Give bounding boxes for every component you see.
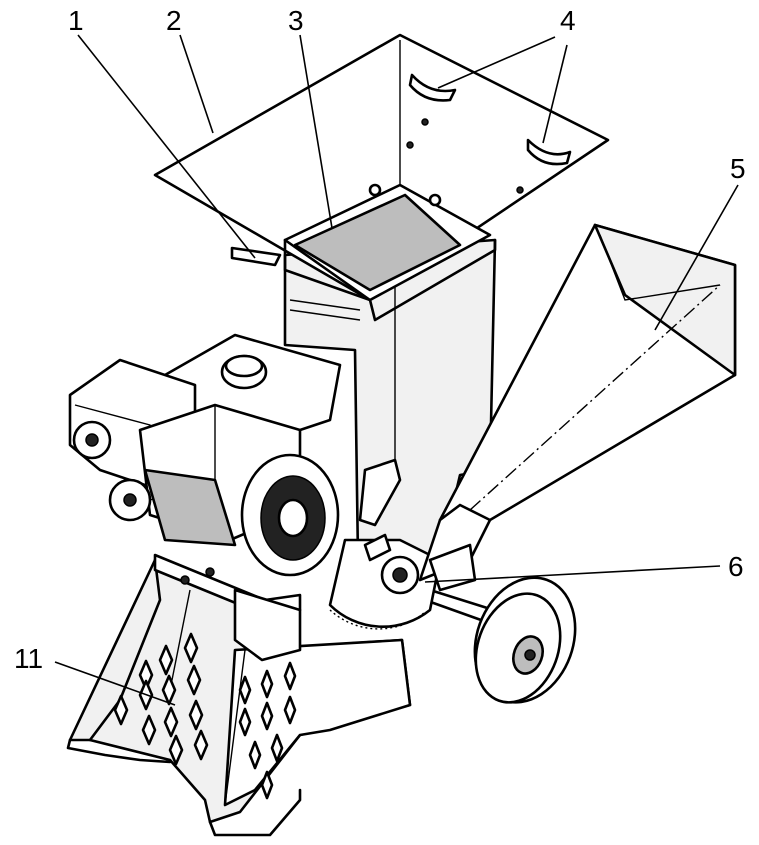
hopper [153, 33, 610, 322]
wheel [423, 576, 577, 704]
leader-6 [424, 565, 721, 583]
callout-labels: 1 2 3 4 5 6 11 [14, 5, 746, 674]
label-1: 1 [68, 5, 84, 36]
leader-lines [54, 34, 739, 706]
label-6: 6 [728, 551, 744, 582]
leader-11 [54, 661, 176, 706]
leader-1 [77, 34, 256, 259]
leader-5 [654, 184, 739, 331]
label-2: 2 [166, 5, 182, 36]
engine [68, 333, 342, 662]
side-chute [418, 223, 737, 592]
label-3: 3 [288, 5, 304, 36]
label-5: 5 [730, 153, 746, 184]
vent-holes-left [113, 632, 209, 766]
base-frame [66, 558, 412, 837]
leader-4a [437, 36, 556, 89]
rotor-housing [328, 458, 442, 630]
vent-holes-right [238, 661, 297, 800]
label-4: 4 [560, 5, 576, 36]
leader-4b [542, 44, 568, 144]
label-11: 11 [14, 643, 43, 674]
leader-3 [299, 34, 333, 229]
leader-2 [179, 34, 214, 134]
